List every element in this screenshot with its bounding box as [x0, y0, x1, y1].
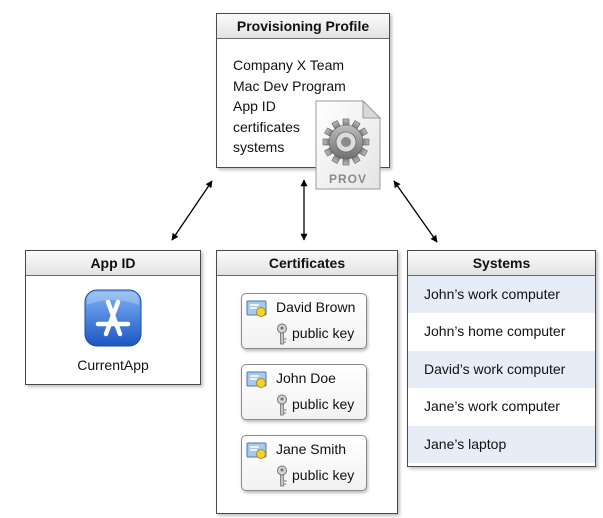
key-icon: [275, 323, 289, 345]
app-name-label: CurrentApp: [77, 357, 149, 373]
certificate-icon: [246, 370, 268, 390]
profile-line-app-id: App ID: [233, 98, 276, 114]
arrow-profile-appid: [171, 180, 213, 241]
profile-line-program: Mac Dev Program: [233, 77, 346, 94]
certificate-icon: [246, 441, 268, 461]
systems-title: Systems: [408, 251, 595, 276]
certificate-key-label: public key: [292, 467, 355, 483]
certificate-card: David Brown public key: [241, 293, 367, 349]
provisioning-profile-box: Provisioning Profile Company X Team Mac …: [216, 13, 390, 168]
provisioning-profile-title: Provisioning Profile: [217, 14, 389, 39]
profile-line-certificates: certificates: [233, 118, 300, 135]
profile-contents: Company X Team Mac Dev Program App ID ce…: [233, 55, 346, 158]
system-list-item: Jane’s laptop: [408, 425, 595, 463]
key-icon: [275, 465, 289, 487]
certificate-name: Jane Smith: [276, 441, 347, 457]
certificate-name: John Doe: [276, 370, 336, 386]
arrow-profile-systems: [393, 180, 438, 243]
profile-line-systems: systems: [233, 139, 285, 155]
certificates-box: Certificates David Brown public key: [216, 250, 398, 514]
certificates-title: Certificates: [217, 251, 397, 276]
prov-file-icon: PROV: [313, 99, 383, 191]
app-id-box: App ID CurrentApp: [25, 250, 201, 385]
certificate-name: David Brown: [276, 299, 356, 315]
profile-line-team: Company X Team: [233, 57, 345, 73]
certificate-key-label: public key: [292, 325, 355, 341]
system-list-item: Jane’s work computer: [424, 398, 560, 415]
app-store-icon: [84, 289, 142, 347]
system-list-item: John’s home computer: [424, 323, 566, 340]
app-id-title: App ID: [26, 251, 200, 276]
prov-file-label: PROV: [329, 172, 367, 186]
certificate-icon: [246, 299, 268, 319]
certificate-card: Jane Smith public key: [241, 435, 367, 491]
key-icon: [275, 394, 289, 416]
system-list-item: John’s work computer: [408, 276, 595, 314]
system-list-item: David’s work computer: [408, 350, 595, 389]
systems-box: Systems John’s work computer John’s home…: [407, 250, 596, 467]
certificate-card: John Doe public key: [241, 364, 367, 420]
certificate-key-label: public key: [292, 396, 355, 412]
